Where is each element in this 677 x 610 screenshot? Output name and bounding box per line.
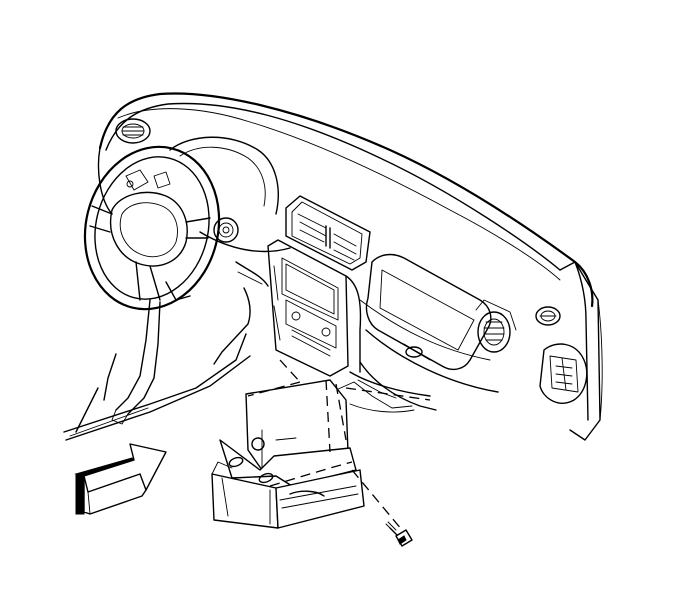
end-cap-switches xyxy=(540,344,587,403)
steering-column xyxy=(64,282,250,440)
installation-guide-lines xyxy=(248,360,430,530)
fastener-bolt xyxy=(386,522,412,546)
headlamp-knob xyxy=(214,218,238,242)
side-window-vent xyxy=(536,307,560,325)
instrument-panel xyxy=(99,93,603,440)
center-console-bracket xyxy=(212,380,364,528)
glove-box xyxy=(360,255,498,392)
center-stack xyxy=(268,240,360,376)
center-air-vents xyxy=(286,196,370,270)
left-air-vent xyxy=(116,119,150,143)
steering-wheel xyxy=(68,132,236,323)
right-air-vent xyxy=(476,300,516,352)
direction-arrow-icon xyxy=(76,444,166,514)
